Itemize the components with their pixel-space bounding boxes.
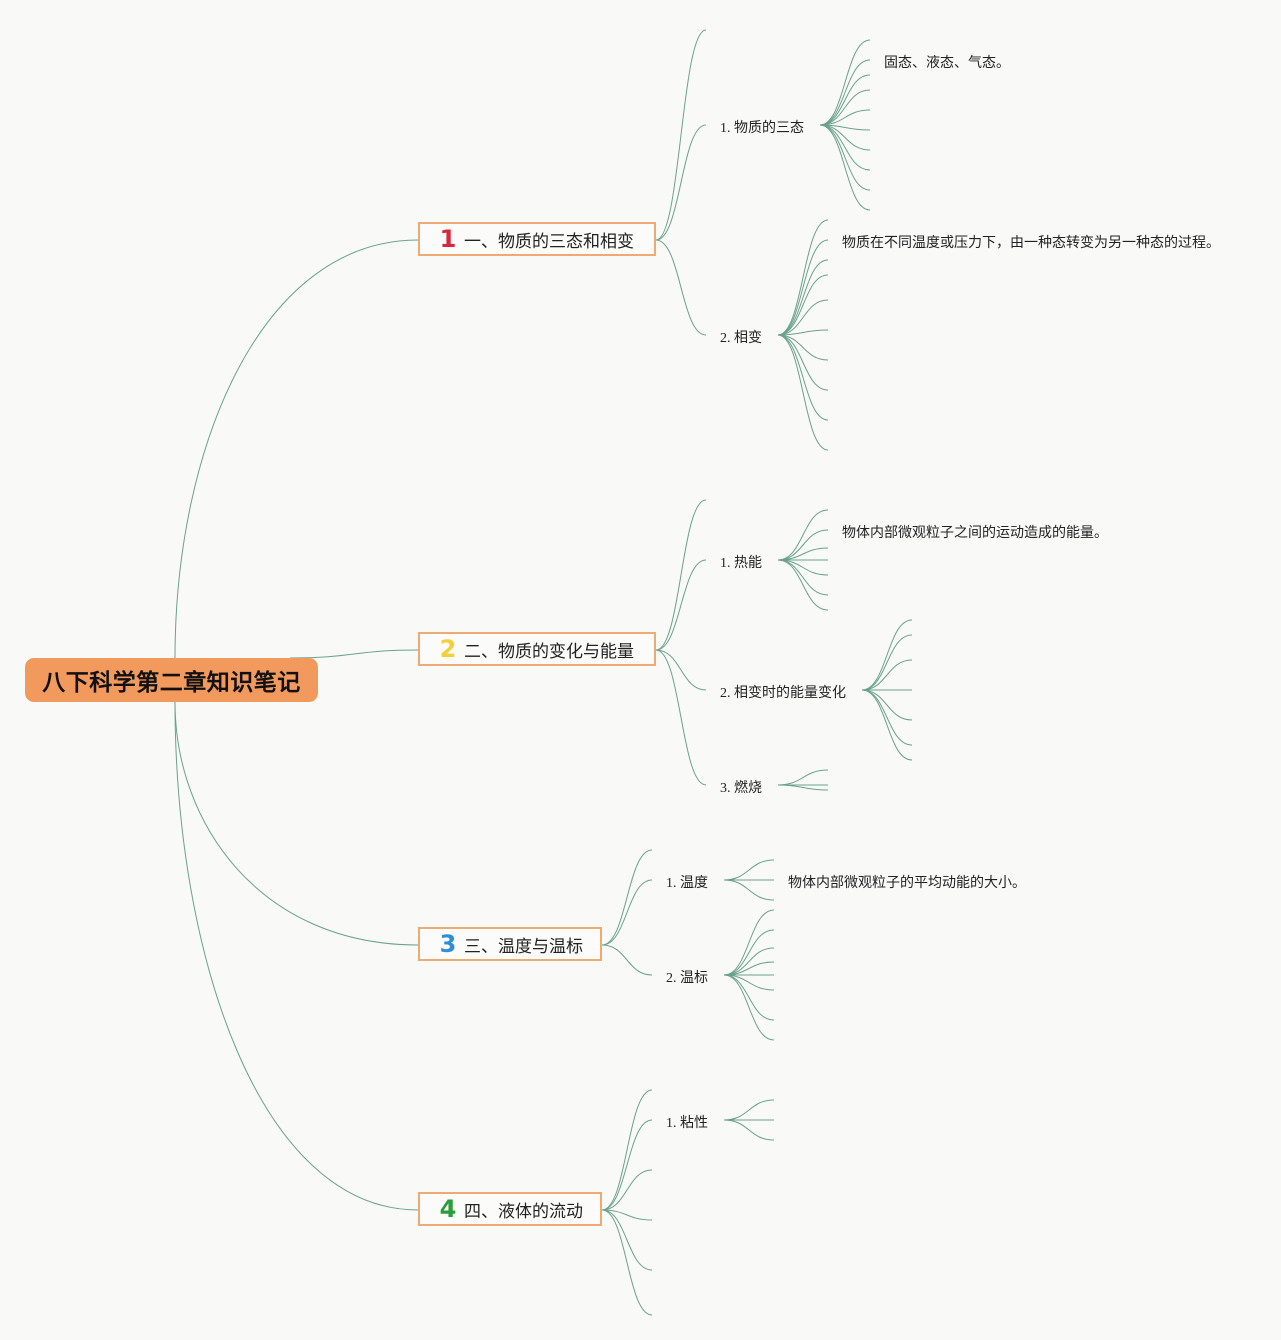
topic-4-branch [601, 1209, 653, 1271]
states-leaf [819, 39, 871, 126]
phase-energy-leaf [861, 619, 913, 691]
subtopic-thermal-energy[interactable]: 1. 热能 [720, 556, 762, 571]
phase-leaf [777, 239, 829, 336]
topic-2-branch [655, 649, 707, 786]
states-leaf [819, 124, 871, 171]
root-branch-3 [174, 701, 419, 946]
scale-leaf [723, 974, 775, 1041]
states-leaf [819, 124, 871, 211]
thermal-leaf [777, 529, 829, 561]
topic-2-branch [655, 499, 707, 651]
subtopic-temperature[interactable]: 1. 温度 [666, 876, 708, 891]
topic-4-branch [601, 1119, 653, 1211]
phase-energy-leaf [861, 689, 913, 721]
topic-2[interactable]: 2 二、物质的变化与能量 [418, 632, 656, 666]
phase-leaf [777, 334, 829, 451]
topic-1[interactable]: 1 一、物质的三态和相变 [418, 222, 656, 256]
phase-energy-leaf [861, 634, 913, 691]
combustion-leaf [777, 784, 829, 791]
scale-leaf [723, 974, 775, 991]
topic-4-branch [601, 1089, 653, 1211]
number-3-icon: 3 [439, 930, 457, 958]
topic-1-branch [655, 29, 707, 241]
combustion-leaf [777, 769, 829, 786]
root-branch-1 [174, 239, 419, 659]
topic-4-branch [601, 1209, 653, 1221]
thermal-leaf [777, 509, 829, 561]
topic-2-branch [655, 559, 707, 651]
viscosity-leaf [723, 1099, 775, 1121]
topic-3-branch [601, 849, 653, 946]
topic-4-label: 四、液体的流动 [464, 1201, 583, 1222]
phase-leaf [777, 274, 829, 336]
topic-3-label: 三、温度与温标 [464, 936, 583, 957]
subtopic-phase-change[interactable]: 2. 相变 [720, 331, 762, 346]
phase-leaf [777, 299, 829, 336]
root-title: 八下科学第二章知识笔记 [42, 670, 301, 696]
root-topic[interactable]: 八下科学第二章知识笔记 [25, 658, 318, 702]
phase-leaf [777, 219, 829, 336]
number-1-icon: 1 [439, 225, 457, 253]
topic-2-label: 二、物质的变化与能量 [464, 641, 634, 662]
phase-energy-leaf [861, 689, 913, 761]
thermal-leaf [777, 559, 829, 596]
subtopic-phase-change-energy[interactable]: 2. 相变时的能量变化 [720, 686, 846, 701]
states-leaf [819, 124, 871, 191]
topic-2-branch [655, 649, 707, 691]
number-4-icon: 4 [439, 1195, 457, 1223]
topic-1-branch [655, 124, 707, 241]
viscosity-leaf [723, 1119, 775, 1141]
note-thermal-energy[interactable]: 物体内部微观粒子之间的运动造成的能量。 [842, 526, 1108, 541]
states-leaf [819, 59, 871, 126]
subtopic-states-of-matter[interactable]: 1. 物质的三态 [720, 121, 804, 136]
root-branch-2 [289, 649, 419, 659]
phase-leaf [777, 329, 829, 336]
note-phase-change[interactable]: 物质在不同温度或压力下，由一种态转变为另一种态的过程。 [842, 236, 1220, 251]
topic-3-branch [601, 944, 653, 976]
topic-4-branch [601, 1209, 653, 1316]
phase-leaf [777, 334, 829, 361]
phase-energy-leaf [861, 689, 913, 746]
states-leaf [819, 124, 871, 151]
temperature-leaf [723, 859, 775, 881]
number-2-icon: 2 [439, 635, 457, 663]
phase-leaf [777, 259, 829, 336]
temperature-leaf [723, 879, 775, 901]
note-states[interactable]: 固态、液态、气态。 [884, 56, 1010, 71]
scale-leaf [723, 909, 775, 976]
thermal-leaf [777, 559, 829, 611]
subtopic-temperature-scale[interactable]: 2. 温标 [666, 971, 708, 986]
topic-3[interactable]: 3 三、温度与温标 [418, 927, 602, 961]
states-leaf [819, 109, 871, 126]
root-branch-4 [174, 701, 419, 1211]
scale-leaf [723, 974, 775, 1021]
subtopic-combustion[interactable]: 3. 燃烧 [720, 781, 762, 796]
phase-energy-leaf [861, 659, 913, 691]
topic-4-branch [601, 1169, 653, 1211]
note-temperature[interactable]: 物体内部微观粒子的平均动能的大小。 [788, 876, 1026, 891]
subtopic-viscosity[interactable]: 1. 粘性 [666, 1116, 708, 1131]
topic-1-branch [655, 239, 707, 336]
phase-leaf [777, 334, 829, 391]
topic-3-branch [601, 879, 653, 946]
states-leaf [819, 89, 871, 126]
topic-1-label: 一、物质的三态和相变 [464, 231, 634, 252]
topic-4[interactable]: 4 四、液体的流动 [418, 1192, 602, 1226]
